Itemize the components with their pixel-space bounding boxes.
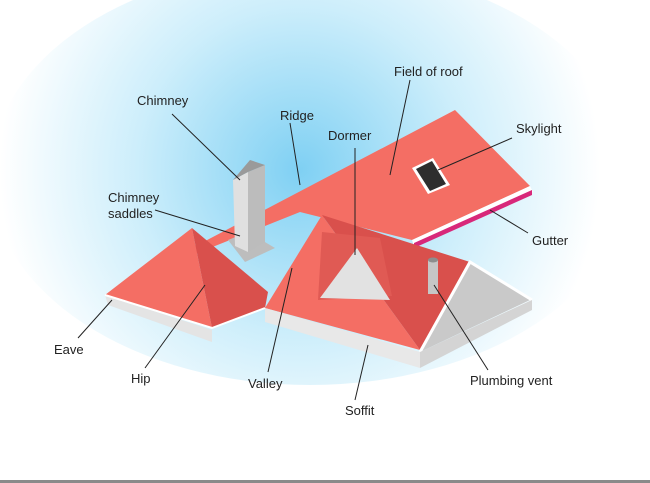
leader-lines <box>77 79 529 401</box>
label-gutter: Gutter <box>532 233 569 248</box>
label-skylight: Skylight <box>516 121 562 136</box>
label-chimney-saddles-1: Chimney <box>108 190 160 205</box>
skylight-glass <box>416 161 446 191</box>
soffit-right <box>420 300 532 368</box>
gable-trim <box>418 259 533 353</box>
label-chimney-saddles-2: saddles <box>108 206 153 221</box>
label-soffit: Soffit <box>345 403 375 418</box>
bottom-divider <box>0 480 650 483</box>
plumbing-vent <box>428 260 438 294</box>
label-eave: Eave <box>54 342 84 357</box>
label-dormer: Dormer <box>328 128 372 143</box>
label-field-of-roof: Field of roof <box>394 64 463 79</box>
chimney-front <box>233 172 248 252</box>
label-plumbing-vent: Plumbing vent <box>470 373 553 388</box>
label-hip: Hip <box>131 371 151 386</box>
dormer-window <box>320 248 390 300</box>
plumbing-vent-top <box>428 257 438 263</box>
soffit <box>265 308 420 368</box>
label-chimney: Chimney <box>137 93 189 108</box>
eave-edge <box>104 294 266 330</box>
chimney-top <box>233 160 265 180</box>
gable-wall <box>420 262 530 352</box>
label-ridge: Ridge <box>280 108 314 123</box>
chimney-side <box>248 165 265 252</box>
hip-front-face <box>192 228 268 328</box>
label-valley: Valley <box>248 376 283 391</box>
left-hip-soffit <box>105 295 212 342</box>
gutter <box>414 190 532 248</box>
